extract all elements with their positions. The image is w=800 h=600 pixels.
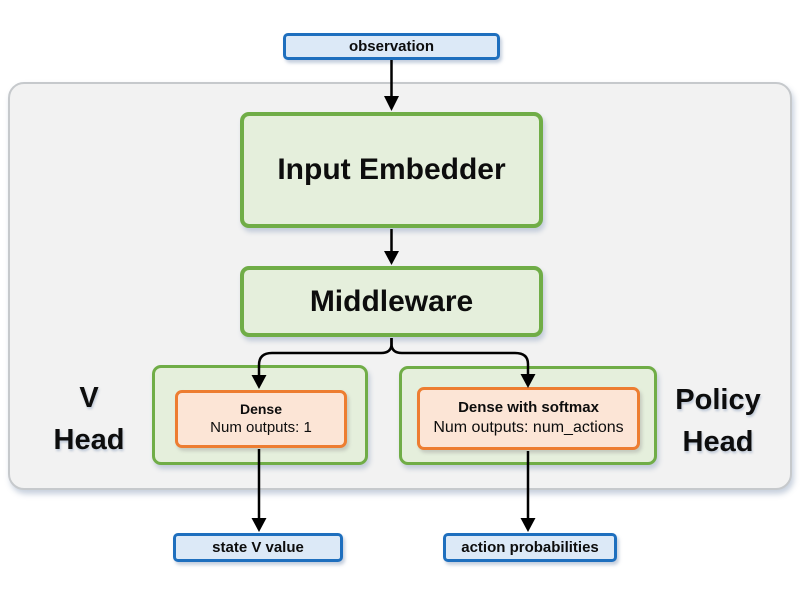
v-dense-node: Dense Num outputs: 1 (175, 390, 347, 448)
arrowhead-to-action-probabilities (520, 518, 536, 532)
v-dense-title: Dense (239, 401, 283, 418)
policy-head-label: Policy Head (656, 379, 780, 463)
input-embedder-node: Input Embedder (240, 112, 543, 228)
policy-dense-subtitle: Num outputs: num_actions (433, 418, 624, 436)
observation-node: observation (283, 33, 500, 60)
middleware-node: Middleware (240, 266, 543, 337)
action-probabilities-label: action probabilities (461, 539, 599, 556)
policy-dense-node: Dense with softmax Num outputs: num_acti… (417, 387, 640, 450)
action-probabilities-node: action probabilities (443, 533, 617, 562)
input-embedder-label: Input Embedder (277, 153, 506, 186)
arrowhead-to-state-v-value (251, 518, 267, 532)
state-v-value-node: state V value (173, 533, 343, 562)
policy-head-label-line1: Policy (675, 384, 761, 416)
v-head-label-line1: V (79, 382, 99, 414)
policy-head-label-line2: Head (682, 426, 754, 458)
v-head-label-line2: Head (53, 424, 125, 456)
state-v-value-label: state V value (212, 539, 304, 556)
v-dense-subtitle: Num outputs: 1 (210, 419, 312, 437)
v-head-label: V Head (34, 377, 144, 461)
policy-dense-title: Dense with softmax (458, 399, 599, 417)
middleware-label: Middleware (309, 284, 474, 318)
observation-label: observation (348, 38, 435, 55)
